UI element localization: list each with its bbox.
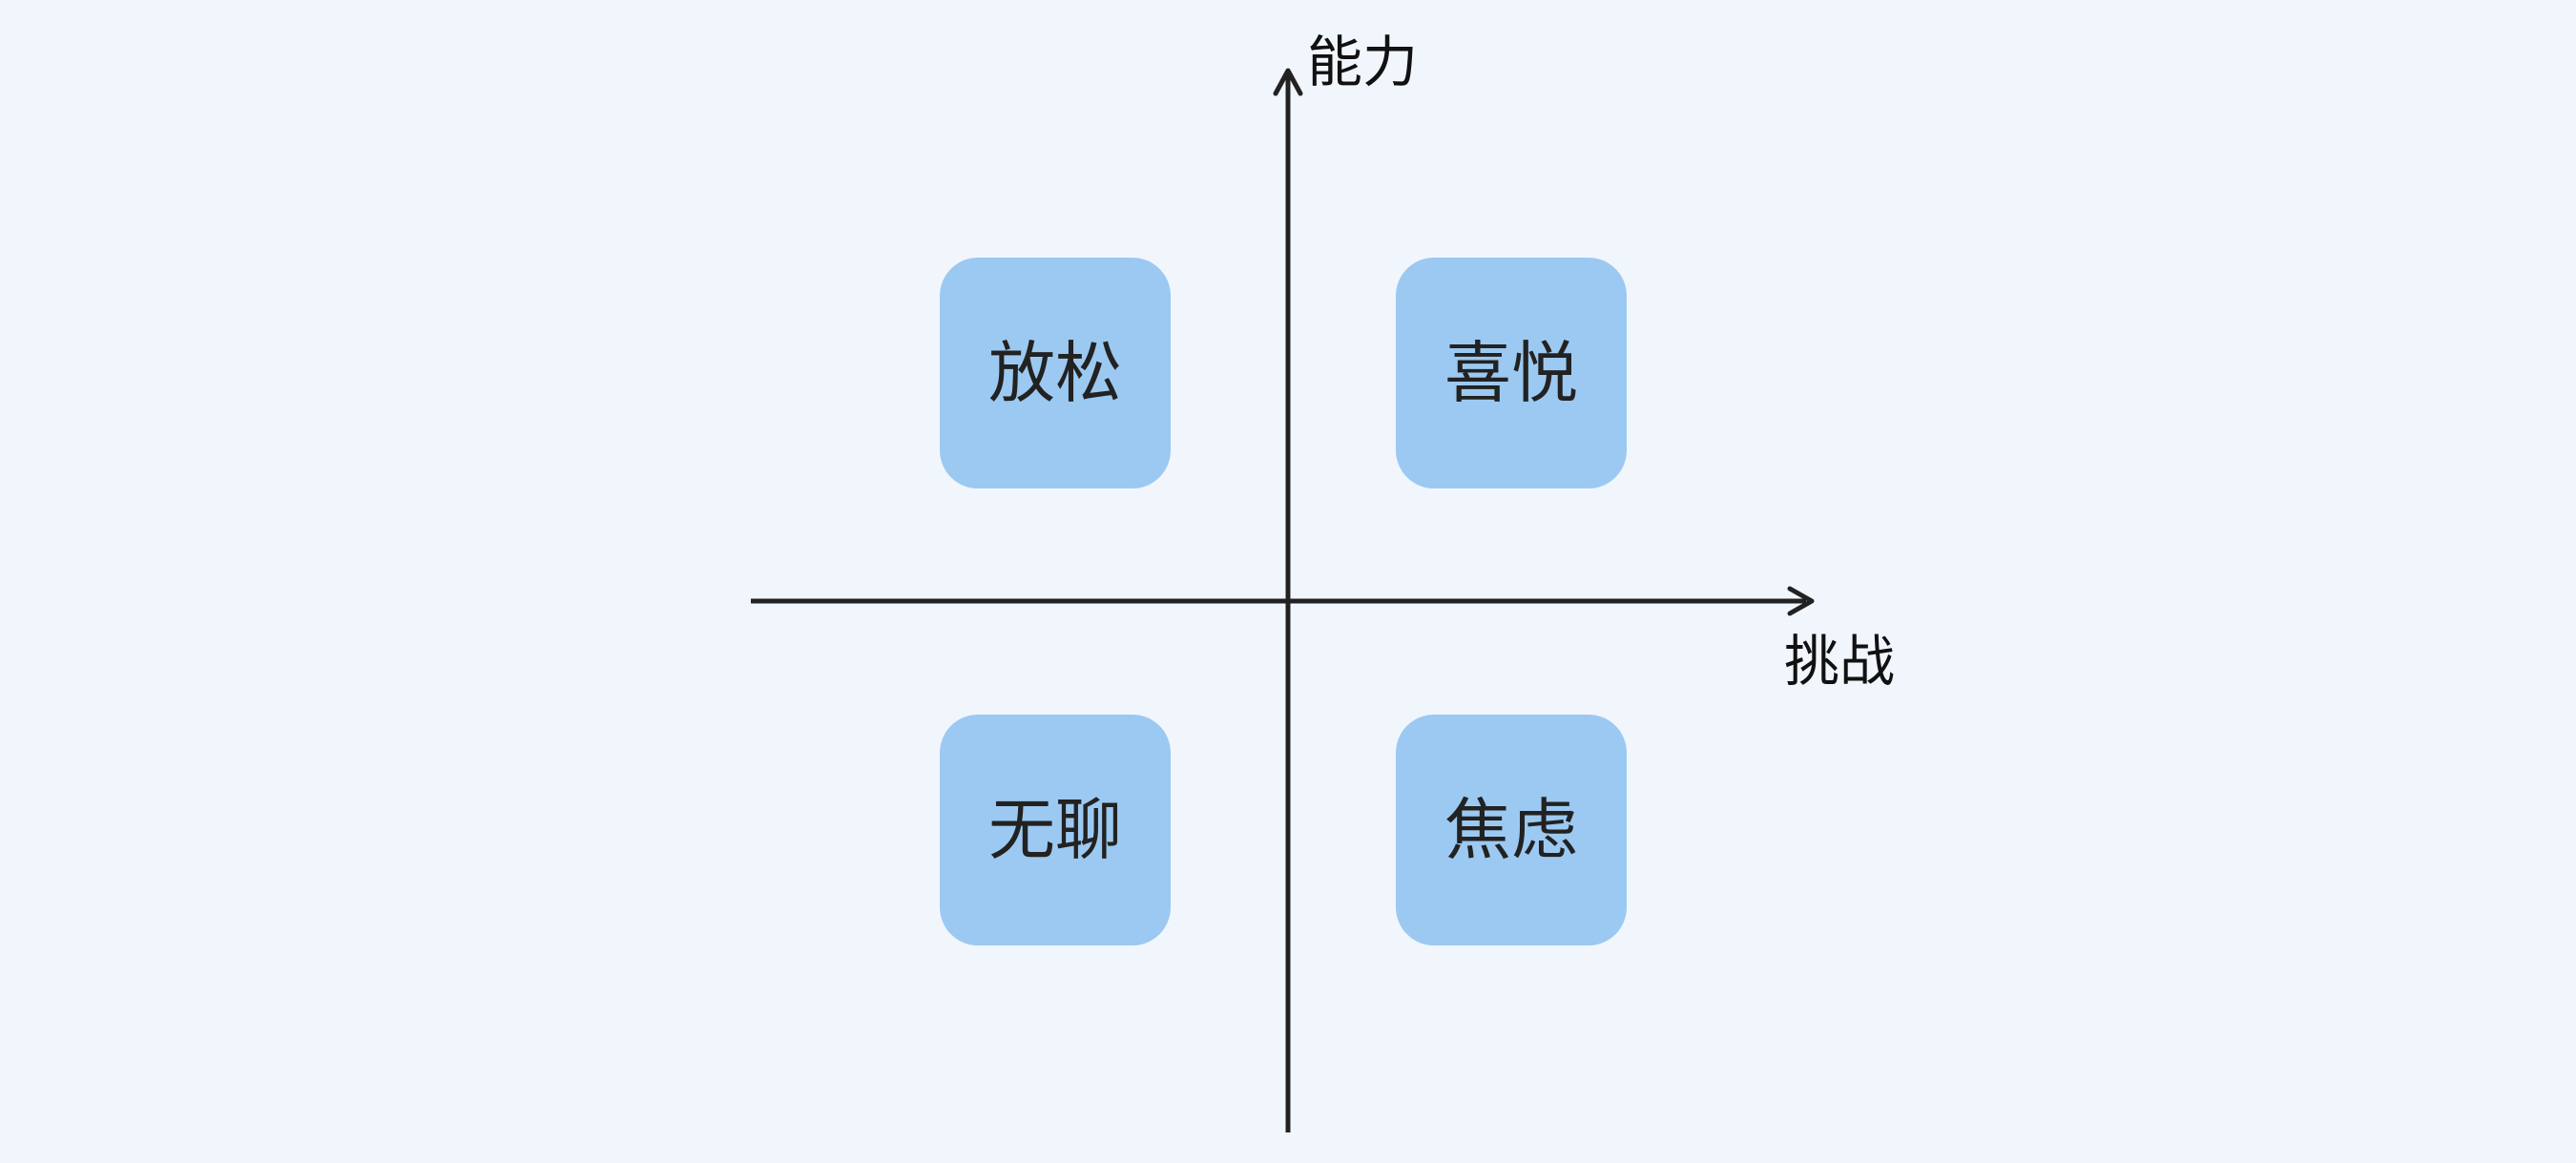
- quadrant-anxiety: 焦虑: [1396, 715, 1627, 945]
- x-axis-arrowhead: [1787, 586, 1815, 616]
- quadrant-label: 喜悦: [1444, 334, 1578, 412]
- quadrant-label: 放松: [988, 334, 1122, 412]
- quadrant-label: 焦虑: [1444, 791, 1578, 869]
- x-axis-label: 挑战: [1784, 629, 1896, 694]
- y-axis-arrowhead: [1273, 68, 1303, 96]
- quadrant-joy: 喜悦: [1396, 258, 1627, 488]
- quadrant-boredom: 无聊: [940, 715, 1171, 945]
- quadrant-relaxation: 放松: [940, 258, 1171, 488]
- y-axis-label: 能力: [1307, 30, 1419, 94]
- quadrant-label: 无聊: [988, 791, 1122, 869]
